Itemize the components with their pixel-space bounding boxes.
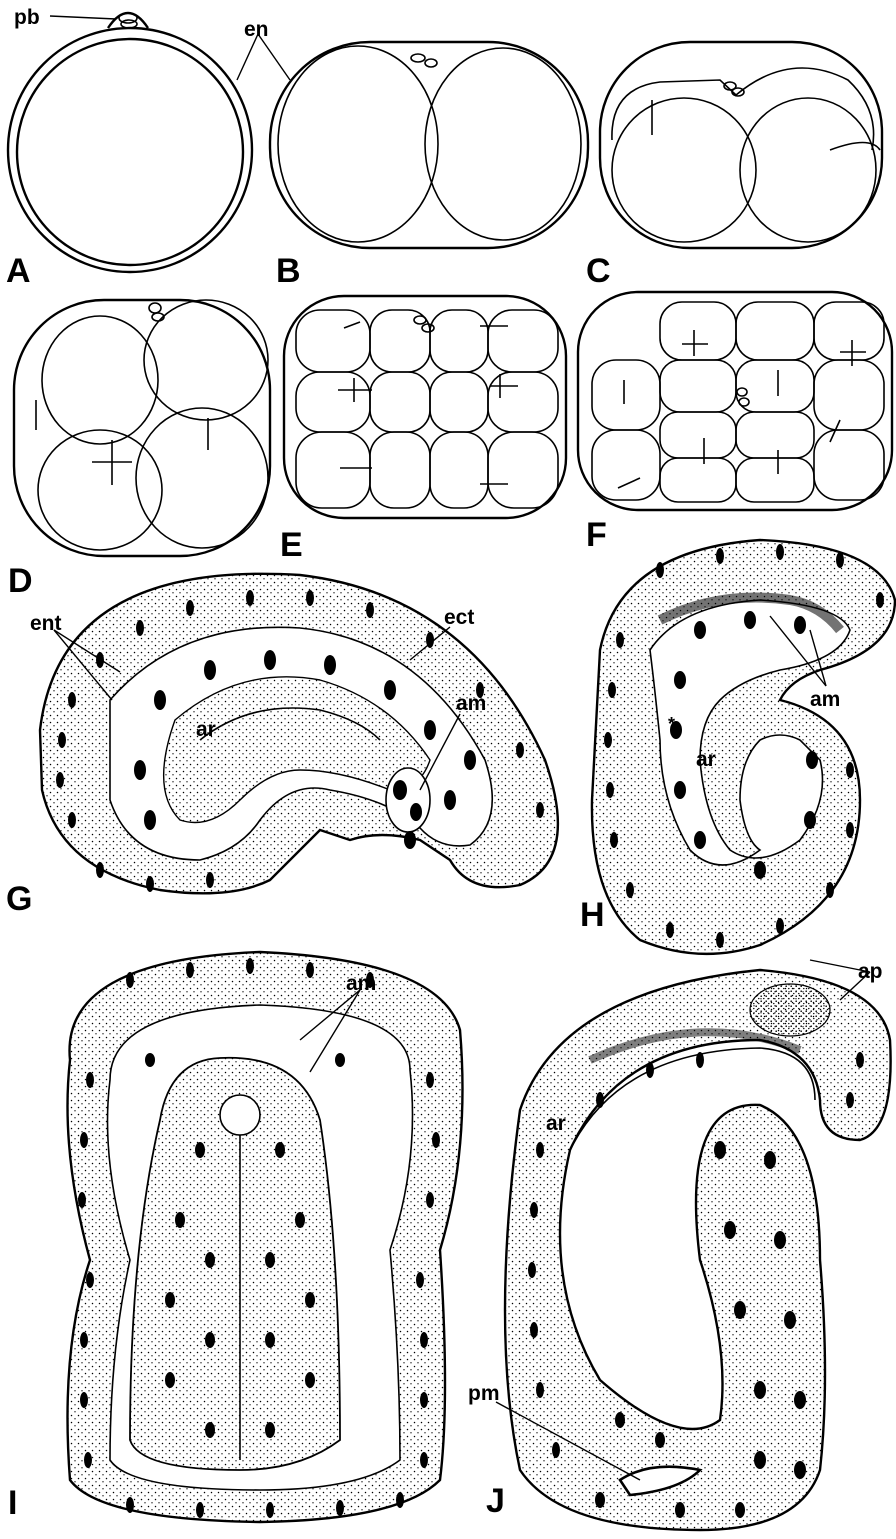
panel-label-i: I [8,1484,17,1522]
panel-label-c: C [586,252,611,290]
panel-c-three-cell [600,42,882,248]
panel-label-h: H [580,896,605,934]
label-ect: ect [444,606,474,629]
label-ar-j: ar [546,1112,566,1135]
label-pm: pm [468,1382,500,1405]
label-ent: ent [30,612,62,635]
label-ap: ap [858,960,883,983]
label-pb: pb [14,6,40,29]
panel-j-section [496,960,891,1530]
label-en: en [244,18,269,41]
panel-label-a: A [6,252,31,290]
panel-label-d: D [8,562,33,600]
panel-d-four-cell [14,300,270,556]
panel-label-j: J [486,1482,505,1520]
panel-h-section: * [592,540,895,954]
panel-b-two-cell [270,42,588,248]
label-ar-h: ar [696,748,716,771]
panel-e-eight-cell [284,296,566,518]
panel-a-zygote [8,13,290,272]
panel-i-section [68,952,463,1522]
svg-text:*: * [668,714,675,734]
label-am-i: am [346,972,376,995]
label-am-h: am [810,688,840,711]
panel-label-b: B [276,252,301,290]
panel-f-sixteen-cell [578,292,892,510]
panel-label-e: E [280,526,303,564]
panel-g-section [40,574,558,894]
panel-label-g: G [6,880,32,918]
label-ar-g: ar [196,718,216,741]
label-am-g: am [456,692,486,715]
panel-label-f: F [586,516,607,554]
